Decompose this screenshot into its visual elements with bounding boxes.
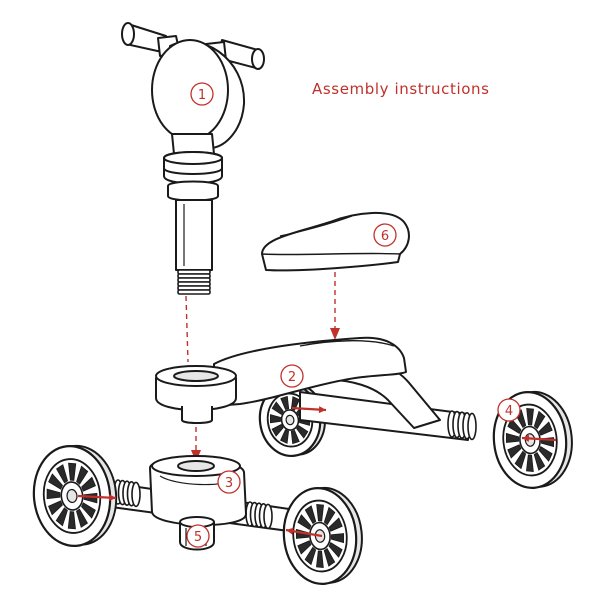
- callout-1-label: 1: [198, 88, 206, 103]
- callout-5: 5: [186, 524, 210, 548]
- main-frame: [155, 336, 477, 441]
- callout-6-label: 6: [381, 229, 389, 244]
- front-right-wheel: [282, 486, 363, 585]
- callout-5-label: 5: [194, 530, 202, 545]
- callout-3-label: 3: [225, 476, 233, 491]
- insertion-arrows: [77, 406, 557, 538]
- callout-2: 2: [280, 364, 304, 388]
- callout-3: 3: [217, 470, 241, 494]
- callout-4-label: 4: [505, 404, 513, 419]
- stem-tube: [175, 199, 213, 271]
- right-grip-end: [251, 48, 265, 70]
- handlebar-assembly: [121, 22, 265, 295]
- rear-left-wheel: [258, 382, 326, 457]
- front-left-wheel: [32, 444, 118, 547]
- alignment-guides: [185, 272, 336, 452]
- stem-thread: [177, 269, 211, 295]
- callout-4: 4: [497, 398, 521, 422]
- seat-guide-arrowhead: [330, 328, 340, 340]
- left-grip-end: [121, 22, 135, 46]
- callout-2-label: 2: [288, 370, 296, 385]
- rear-axle-tube: [299, 391, 469, 441]
- callout-6: 6: [373, 223, 397, 247]
- stem-guide-line: [185, 295, 189, 363]
- handlebar-disc: [151, 39, 229, 141]
- seat: [261, 212, 410, 272]
- callout-1: 1: [190, 82, 214, 106]
- diagram-title: Assembly instructions: [312, 80, 490, 98]
